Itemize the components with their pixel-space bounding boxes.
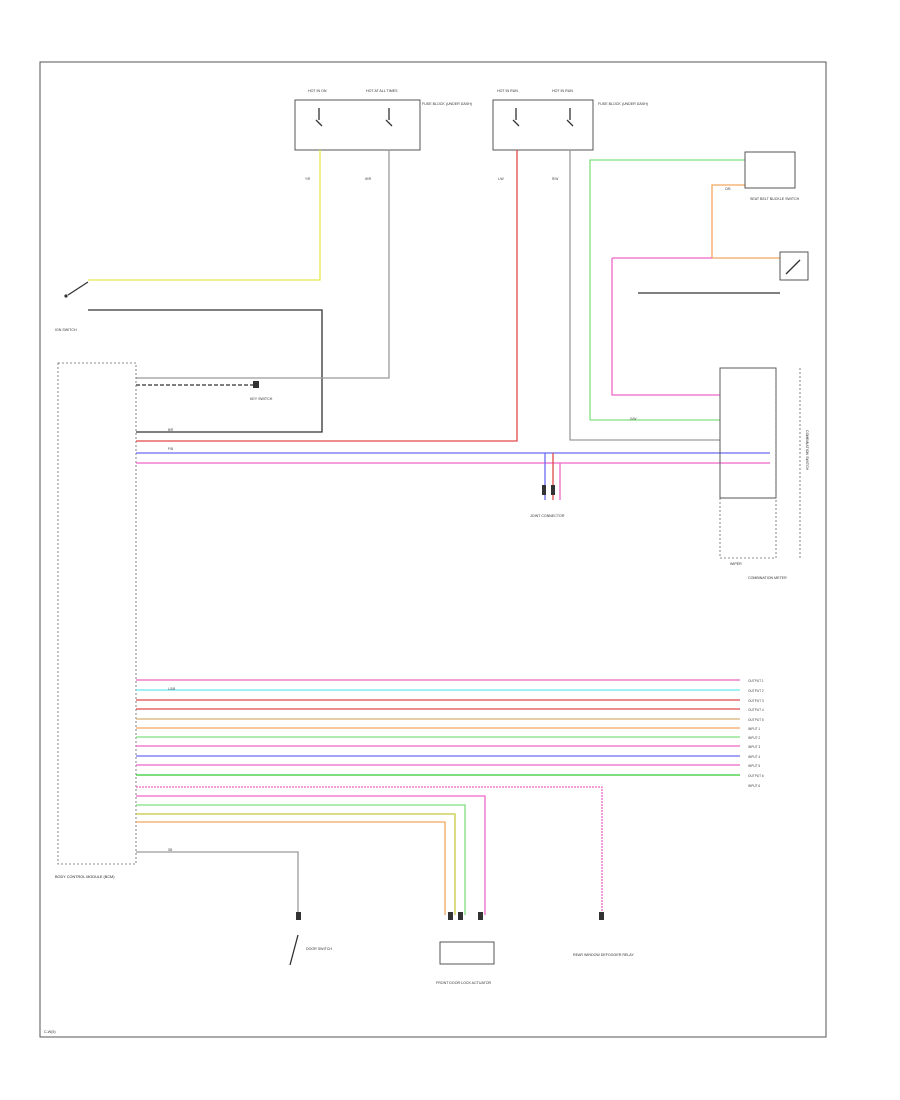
rear-defogger-label: REAR WINDOW DEFOGGER RELAY [573, 953, 634, 957]
output-row-4: OUTPUT 4 [748, 708, 764, 712]
wire-label-2: L/W [498, 177, 504, 181]
rear-window-defogger-relay: REAR WINDOW DEFOGGER RELAY [573, 912, 634, 957]
fuse-block-left: HOT IN ON HOT AT ALL TIMES FUSE BLOCK (U… [294, 89, 472, 151]
combination-switch-sub: WIPER [730, 562, 742, 566]
fuse-block-left-desc: FUSE BLOCK (UNDER DASH) [422, 102, 472, 106]
wire-color-labels: Y/R W/R L/W R/W P/B LG/B O/B G/W B/R SB [168, 177, 731, 852]
footer-code: C-W(5) [44, 1030, 56, 1034]
door-switch-small [779, 251, 809, 281]
wire-red-bcm [136, 150, 518, 442]
wire-yellow-ign [88, 150, 321, 281]
output-row-6: INPUT 1 [748, 727, 760, 731]
wire-label-9: SB [168, 848, 172, 852]
output-row-8: INPUT 3 [748, 745, 760, 749]
diagram-frame [39, 61, 827, 1038]
bcm-output-labels: OUTPUT 1 OUTPUT 2 OUTPUT 3 OUTPUT 4 OUTP… [748, 679, 764, 788]
wire-label-5: LG/B [168, 687, 175, 691]
combination-meter: WIPER COMBINATION METER COMBINATION SWIT… [719, 367, 809, 580]
wire-label-0: Y/R [305, 177, 311, 181]
wire-gray-meter [569, 150, 720, 441]
output-row-7: INPUT 2 [748, 736, 760, 740]
wire-label-8: B/R [168, 428, 174, 432]
fuse-block-left-fuse1-label: HOT IN ON [308, 89, 327, 93]
output-row-10: INPUT 5 [748, 764, 760, 768]
seat-belt-label: SEAT BELT BUCKLE SWITCH [750, 197, 800, 201]
output-row-5: OUTPUT 5 [748, 718, 764, 722]
door-switch: DOOR SWITCH [289, 912, 332, 966]
output-row-12: INPUT 6 [748, 784, 760, 788]
wire-black-ign [88, 309, 323, 433]
front-door-lock-label: FRONT DOOR LOCK ACTUATOR [436, 981, 492, 985]
fuse-block-right-fuse1-label: HOT IN RUN [497, 89, 518, 93]
fuse-block-right: HOT IN RUN HOT IN RUN FUSE BLOCK (UNDER … [492, 89, 648, 151]
seat-belt-switch: SEAT BELT BUCKLE SWITCH [744, 151, 800, 201]
output-row-9: INPUT 4 [748, 755, 760, 759]
wire-gray-bcm [136, 150, 390, 379]
bcm-box: BODY CONTROL MODULE (BCM) [55, 362, 137, 879]
key-switch: KEY SWITCH [136, 381, 273, 401]
wire-label-6: O/B [725, 187, 731, 191]
fuse-block-right-desc: FUSE BLOCK (UNDER DASH) [598, 102, 648, 106]
bcm-label: BODY CONTROL MODULE (BCM) [55, 875, 115, 879]
output-row-11: OUTPUT 6 [748, 774, 764, 778]
door-switch-label: DOOR SWITCH [306, 947, 332, 951]
wire-label-4: P/B [168, 447, 173, 451]
fuse-block-right-fuse2-label: HOT IN RUN [552, 89, 573, 93]
wire-orange [711, 184, 745, 258]
ignition-switch-label: IGN SWITCH [55, 328, 77, 332]
wire-label-1: W/R [365, 177, 372, 181]
wire-label-3: R/W [552, 177, 558, 181]
wire-green-seatbelt [589, 159, 745, 420]
joint-connector-label: JOINT CONNECTOR [530, 514, 565, 518]
joint-connector: JOINT CONNECTOR [530, 453, 565, 518]
combination-switch-label: COMBINATION SWITCH [805, 430, 809, 471]
output-row-3: OUTPUT 3 [748, 699, 764, 703]
ignition-switch: IGN SWITCH [55, 281, 89, 332]
fuse-block-left-fuse2-label: HOT AT ALL TIMES [366, 89, 398, 93]
front-door-lock-actuator: FRONT DOOR LOCK ACTUATOR [436, 912, 495, 985]
key-switch-label: KEY SWITCH [250, 397, 273, 401]
wire-label-7: G/W [630, 417, 636, 421]
wires-to-door-lock [136, 786, 603, 915]
output-row-1: OUTPUT 1 [748, 679, 764, 683]
output-row-2: OUTPUT 2 [748, 689, 764, 693]
bcm-output-bus [136, 679, 740, 776]
combination-meter-label: COMBINATION METER [748, 576, 787, 580]
